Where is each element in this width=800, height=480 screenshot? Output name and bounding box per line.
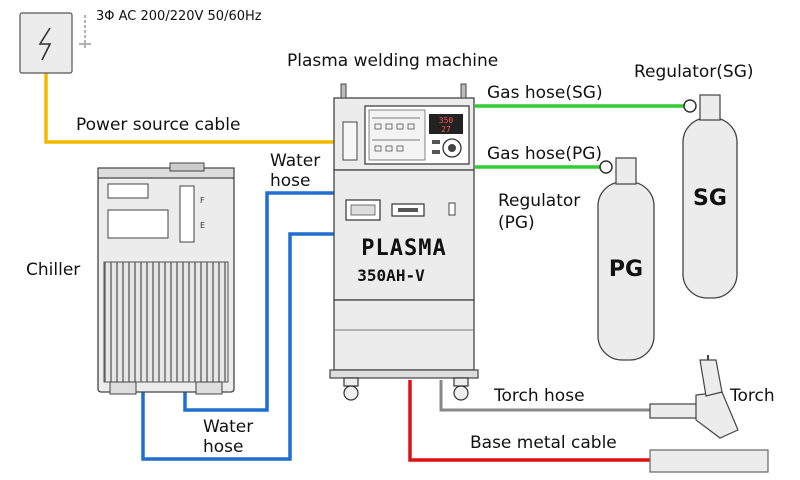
chiller-grille	[103, 261, 229, 383]
power-supply-label: 3Φ AC 200/220V 50/60Hz	[96, 9, 262, 24]
gauge-mark-upper: F	[200, 196, 205, 205]
machine-title: Plasma welding machine	[287, 51, 499, 71]
model-text: 350AH-V	[357, 266, 425, 285]
regulator-pg-icon	[599, 160, 613, 174]
regulator-pg-label-line2: (PG)	[498, 213, 535, 233]
water-hose-bottom-label-line2: hose	[203, 437, 244, 457]
pg-cylinder: PG	[597, 157, 655, 361]
display-bottom: 27	[441, 125, 451, 134]
lightning-icon	[38, 27, 52, 61]
brand-text: PLASMA	[361, 236, 446, 261]
water-hose-bottom	[141, 232, 334, 461]
pg-cylinder-label: PG	[609, 257, 643, 282]
base-metal	[649, 449, 769, 473]
welding-torch	[649, 355, 739, 439]
sg-cylinder: SG	[682, 94, 738, 299]
base-metal-cable-label: Base metal cable	[470, 433, 617, 453]
regulator-pg-label-line1: Regulator	[498, 191, 581, 211]
torch-hose	[439, 380, 652, 412]
water-hose-top-label-line1: Water	[270, 151, 321, 171]
sg-cylinder-label: SG	[693, 186, 727, 211]
display-top: 350	[439, 116, 454, 125]
gas-hose-pg-label: Gas hose(PG)	[487, 144, 603, 164]
chiller-unit: F E	[97, 162, 235, 395]
gas-hose-sg-label: Gas hose(SG)	[487, 83, 603, 103]
power-cable-label: Power source cable	[76, 115, 241, 135]
water-level-gauge	[179, 185, 195, 243]
power-supply-box	[19, 12, 91, 74]
machine-wheels	[343, 377, 469, 401]
gauge-mark-lower: E	[200, 221, 205, 230]
water-hose-bottom-label-line1: Water	[203, 417, 254, 437]
regulator-sg-icon	[683, 99, 697, 113]
torch-hose-label: Torch hose	[494, 386, 585, 406]
regulator-sg-label: Regulator(SG)	[634, 62, 754, 82]
chiller-label: Chiller	[26, 260, 81, 280]
torch-label: Torch	[730, 386, 775, 406]
plasma-welding-machine: 350 27 PLASMA 350AH-V	[329, 83, 479, 401]
base-metal-cable	[408, 380, 650, 462]
water-hose-top	[183, 191, 334, 412]
power-source-cable	[44, 72, 334, 144]
water-hose-top-label-line2: hose	[270, 171, 311, 191]
